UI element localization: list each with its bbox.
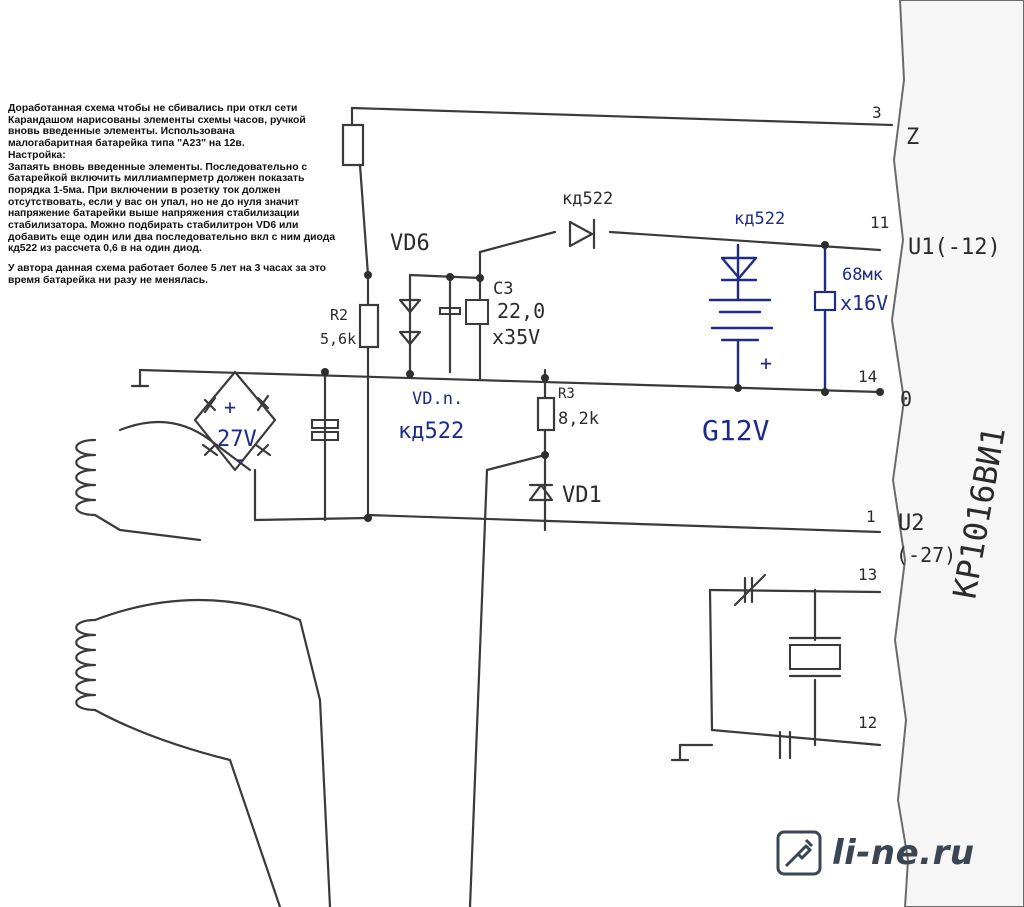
- note-footer-line: У автора данная схема работает более 5 л…: [8, 263, 327, 275]
- label-bridge-voltage: 27V: [217, 427, 257, 452]
- label-vd6: VD6: [390, 231, 430, 256]
- label-sig-u2-value: (-27): [896, 543, 956, 567]
- label-r3: R3: [558, 386, 575, 402]
- label-sig-u2: U2: [898, 511, 925, 536]
- label-bridge-minus: -: [234, 447, 246, 471]
- bridge-rectifier: [193, 370, 277, 472]
- note-line: отсутствовать, если у вас он упал, но не…: [8, 196, 300, 208]
- zener-vd6: [398, 273, 422, 372]
- zener-vd1: [528, 483, 554, 502]
- capacitor-c3: [439, 276, 489, 374]
- label-diode-top: кд522: [562, 189, 613, 209]
- note-line: Настройка:: [8, 149, 66, 161]
- input-resistor: [341, 123, 365, 167]
- label-r2-value: 5,6k: [320, 330, 356, 348]
- label-cap-blue: 68мк: [842, 265, 883, 285]
- label-sig-z: Z: [906, 125, 919, 150]
- junction-dots: [321, 241, 884, 522]
- diode-top: [568, 218, 596, 250]
- pencil-wires: [75, 106, 894, 907]
- label-r2: R2: [330, 306, 348, 324]
- modification-note: Доработанная схема чтобы не сбивались пр…: [8, 103, 353, 287]
- label-pin3: 3: [872, 103, 882, 122]
- crystal-circuit: [733, 573, 842, 760]
- label-pin12: 12: [858, 713, 877, 732]
- note-footer-line: время батарейка ни разу не менялась.: [8, 274, 209, 286]
- label-c3-voltage: x35V: [492, 325, 540, 349]
- label-battery: G12V: [702, 414, 770, 447]
- label-c3-value: 22,0: [497, 299, 545, 323]
- label-diode-blue: кд522: [734, 209, 785, 229]
- note-line: добавить еще один или два последовательн…: [8, 231, 336, 243]
- note-line: Запаять вновь введенные элементы. Послед…: [8, 161, 308, 173]
- watermark-text: li-ne.ru: [832, 833, 975, 873]
- note-line: малогабаритная батарейка типа "A23" на 1…: [8, 138, 245, 150]
- label-vd-ln-type: кд522: [398, 419, 464, 444]
- resistor-r3: [536, 396, 556, 432]
- resistor-r2: [358, 303, 380, 349]
- note-line: кд522 из рассчета 0,6 в на один диод.: [8, 243, 202, 255]
- label-vd-ln: VD.n.: [412, 389, 463, 409]
- label-pin13: 13: [858, 565, 877, 584]
- label-bridge-plus: +: [224, 395, 236, 419]
- chip-body: [890, 0, 1024, 907]
- soldering-iron-icon: [776, 830, 822, 876]
- label-sig-u1: U1(-12): [908, 235, 1001, 260]
- label-cap-blue-voltage: x16V: [840, 291, 888, 315]
- label-pin11: 11: [870, 213, 889, 232]
- watermark: li-ne.ru: [776, 828, 975, 878]
- note-line: батарейкой включить миллиамперметр долже…: [8, 173, 305, 185]
- note-line: порядка 1-5ма. При включении в розетку т…: [8, 184, 281, 196]
- note-line: вновь введенные элементы. Использована: [8, 126, 235, 138]
- note-title: Доработанная схема чтобы не сбивались пр…: [8, 103, 298, 114]
- note-line: напряжение батарейки выше напряжения ста…: [8, 208, 300, 220]
- filter-capacitor: [311, 419, 339, 441]
- label-r3-value: 8,2k: [558, 409, 599, 429]
- label-sig-0: 0: [900, 387, 912, 411]
- note-line: стабилизатора. Можно подбирать стабилитр…: [8, 220, 299, 232]
- label-pin1: 1: [866, 507, 876, 526]
- label-battery-plus: +: [760, 351, 772, 375]
- note-line: Карандашом нарисованы элементы схемы час…: [8, 114, 306, 126]
- label-c3: C3: [493, 279, 513, 299]
- label-pin14: 14: [858, 367, 877, 386]
- label-vd1: VD1: [562, 483, 602, 508]
- pen-additions: [708, 243, 837, 397]
- ground-symbols: [130, 384, 690, 762]
